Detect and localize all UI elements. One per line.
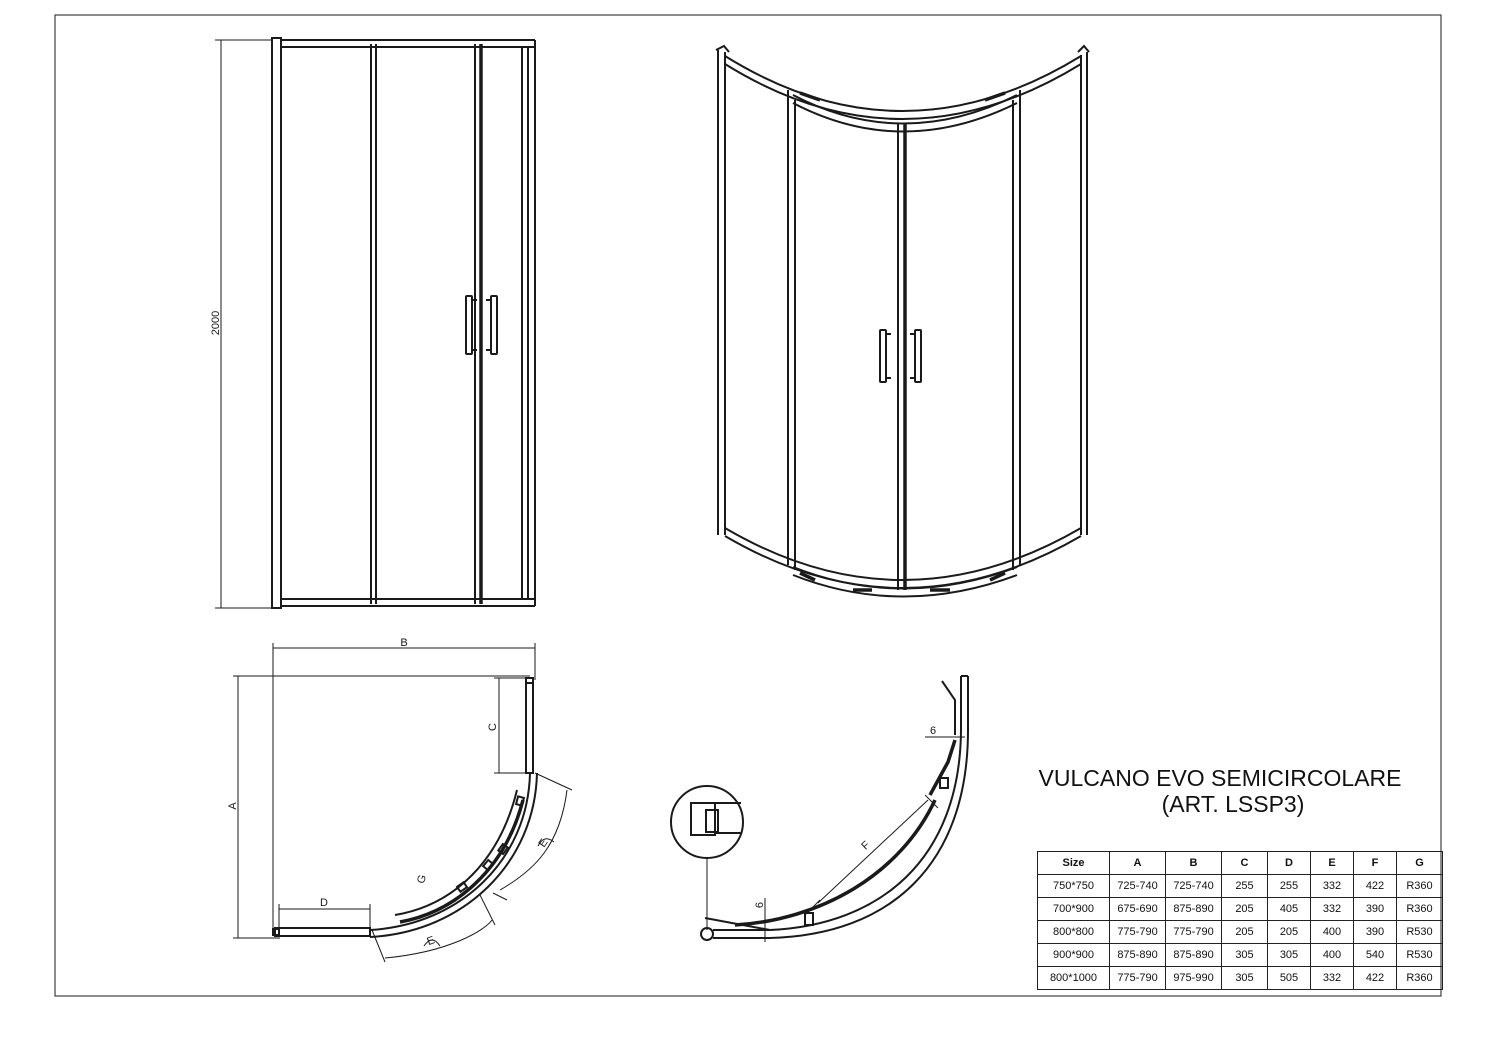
column-header: C: [1221, 851, 1268, 875]
table-cell: 205: [1221, 897, 1268, 921]
table-cell: 390: [1353, 920, 1397, 944]
sheet-border: [54, 14, 1442, 997]
dimension-c-label: C: [487, 723, 499, 731]
table-cell: 725-740: [1109, 874, 1166, 898]
table-row: 800*1000 775-790 975-990 305 505 332 422…: [1037, 966, 1443, 990]
dimension-6-top-label: 6: [930, 725, 936, 737]
table-cell: 205: [1221, 920, 1268, 944]
detail-view: F 6 6: [670, 675, 969, 942]
table-cell: 975-990: [1165, 966, 1222, 990]
table-header-row: Size A B C D E F G: [1037, 851, 1443, 875]
height-dimension-label: 2000: [210, 311, 222, 335]
plan-view: B A C D G: [227, 637, 573, 963]
table-cell: 775-790: [1109, 920, 1166, 944]
specification-table: Size A B C D E F G 750*750 725-740 725-7…: [1037, 851, 1443, 990]
dimension-a-label: A: [227, 802, 239, 810]
table-cell: 400: [1310, 943, 1354, 967]
column-header: F: [1353, 851, 1397, 875]
table-cell: 800*800: [1037, 920, 1110, 944]
column-header: E: [1310, 851, 1354, 875]
table-cell: 775-790: [1109, 966, 1166, 990]
table-cell: 725-740: [1165, 874, 1222, 898]
dimension-g-label: G: [415, 874, 429, 885]
table-cell: 422: [1353, 874, 1397, 898]
table-cell: 332: [1310, 874, 1354, 898]
table-cell: R360: [1396, 966, 1443, 990]
table-row: 900*900 875-890 875-890 305 305 400 540 …: [1037, 943, 1443, 967]
column-header: Size: [1037, 851, 1110, 875]
table-cell: 255: [1221, 874, 1268, 898]
table-cell: 332: [1310, 897, 1354, 921]
table-cell: 775-790: [1165, 920, 1222, 944]
dimension-f-label: F: [859, 839, 872, 853]
table-cell: R530: [1396, 920, 1443, 944]
dimension-b-label: B: [400, 637, 407, 649]
table-row: 800*800 775-790 775-790 205 205 400 390 …: [1037, 920, 1443, 944]
dimension-d-label: D: [320, 897, 328, 909]
table-cell: R360: [1396, 874, 1443, 898]
table-cell: 205: [1267, 920, 1311, 944]
table-cell: 900*900: [1037, 943, 1110, 967]
table-cell: 875-890: [1165, 897, 1222, 921]
table-cell: R530: [1396, 943, 1443, 967]
table-cell: 255: [1267, 874, 1311, 898]
table-cell: 750*750: [1037, 874, 1110, 898]
table-cell: 675-690: [1109, 897, 1166, 921]
table-cell: 332: [1310, 966, 1354, 990]
table-cell: 422: [1353, 966, 1397, 990]
table-row: 750*750 725-740 725-740 255 255 332 422 …: [1037, 874, 1443, 898]
table-cell: 505: [1267, 966, 1311, 990]
table-cell: 700*900: [1037, 897, 1110, 921]
front-elevation-view: 2000: [210, 37, 536, 609]
table-cell: 540: [1353, 943, 1397, 967]
column-header: G: [1396, 851, 1443, 875]
table-cell: 405: [1267, 897, 1311, 921]
column-header: A: [1109, 851, 1166, 875]
perspective-view: [715, 44, 1090, 598]
table-row: 700*900 675-690 875-890 205 405 332 390 …: [1037, 897, 1443, 921]
product-article-code: (ART. LSSP3): [1162, 791, 1305, 817]
left-door-handle: [465, 295, 473, 355]
perspective-right-handle: [914, 329, 922, 383]
product-title: VULCANO EVO SEMICIRCOLARE: [1039, 765, 1402, 791]
column-header: B: [1165, 851, 1222, 875]
table-cell: R360: [1396, 897, 1443, 921]
dimension-e-label-lower: E: [425, 934, 436, 948]
table-cell: 875-890: [1109, 943, 1166, 967]
table-cell: 875-890: [1165, 943, 1222, 967]
perspective-left-handle: [879, 329, 887, 383]
column-header: D: [1267, 851, 1311, 875]
table-cell: 800*1000: [1037, 966, 1110, 990]
table-cell: 305: [1221, 966, 1268, 990]
right-door-handle: [490, 295, 498, 355]
table-cell: 390: [1353, 897, 1397, 921]
table-cell: 400: [1310, 920, 1354, 944]
dimension-6-bottom-label: 6: [754, 902, 766, 908]
table-cell: 305: [1267, 943, 1311, 967]
table-cell: 305: [1221, 943, 1268, 967]
